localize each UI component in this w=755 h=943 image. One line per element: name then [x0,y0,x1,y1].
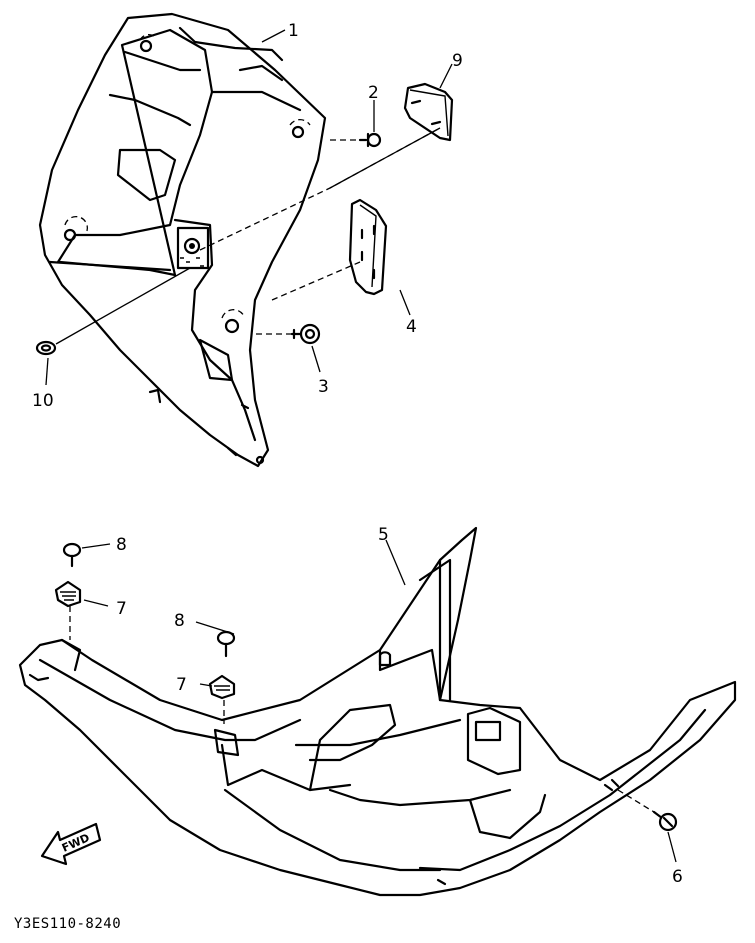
callout-9: 9 [452,51,463,71]
callout-10: 10 [32,391,54,411]
callout-3: 3 [318,377,329,397]
callout-7-upper: 7 [116,599,127,619]
clip-nut-part-7-lower [208,674,236,700]
lower-leader-lines [69,539,677,863]
screw-part-8-upper [62,542,82,568]
callout-8-upper: 8 [116,535,127,555]
bolt-part-6 [652,810,678,832]
callout-5: 5 [378,525,389,545]
screw-part-2 [358,132,382,148]
screw-part-8-lower [216,630,236,658]
bolt-part-3 [290,323,321,345]
fwd-arrow: FWD [40,822,102,866]
bracket-part-4 [348,198,388,296]
lid-part-9 [403,82,454,142]
clip-nut-part-7-upper [54,580,82,608]
callout-1: 1 [288,21,299,41]
callout-2: 2 [368,83,379,103]
leg-shield-part-1 [38,12,327,468]
footrest-board-part-5 [18,526,737,897]
callout-7-lower: 7 [176,675,187,695]
callout-4: 4 [406,317,417,337]
upper-leader-lines [45,29,453,386]
diagram-code: Y3ES110-8240 [14,916,121,932]
callout-6: 6 [672,867,683,887]
callout-8-lower: 8 [174,611,185,631]
grommet-part-10 [35,340,57,356]
